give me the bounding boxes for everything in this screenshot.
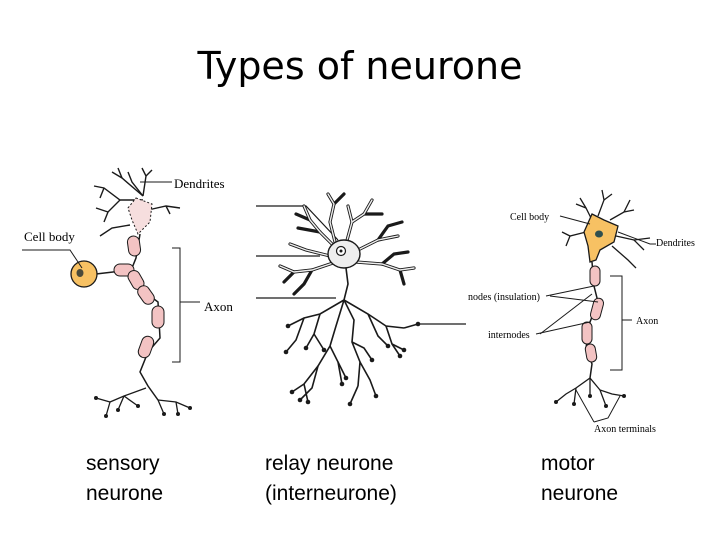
sensory-cell-body	[70, 260, 98, 288]
sensory-dendrites	[93, 167, 181, 237]
relay-terminal-knobs	[283, 321, 421, 407]
sensory-axon-terminals	[95, 387, 191, 417]
motor-terminal-knobs	[554, 394, 626, 408]
motor-axon-terminals	[555, 377, 625, 407]
slide-title: Types of neurone	[197, 44, 523, 88]
relay-pointer-lines	[256, 205, 466, 325]
motor-label-lines	[535, 215, 656, 423]
sensory-terminal-knobs	[94, 396, 192, 418]
motor-caption-line-2: neurone	[541, 482, 619, 505]
sensory-label-cell-body: Cell body	[24, 229, 75, 244]
motor-caption: motor neurone	[541, 449, 618, 509]
relay-axon-branches	[285, 267, 419, 405]
sensory-neurone-diagram: Dendrites Cell body Axon	[22, 167, 233, 418]
motor-nucleus	[595, 230, 603, 238]
motor-label-cell-body: Cell body	[510, 212, 549, 223]
relay-caption-line-1: relay neurone	[265, 452, 394, 475]
sensory-caption-line-2: neurone	[86, 482, 164, 505]
relay-dendrites-inner	[279, 193, 415, 273]
sensory-myelin-sheath	[113, 235, 165, 359]
relay-caption: relay neurone (interneurone)	[265, 449, 397, 509]
motor-myelin-sheath	[581, 265, 605, 363]
motor-caption-line-1: motor	[541, 452, 595, 475]
sensory-caption-line-1: sensory	[86, 452, 160, 475]
motor-cell-body	[583, 213, 619, 263]
relay-caption-line-2: (interneurone)	[265, 482, 397, 505]
motor-label-dendrites: Dendrites	[656, 238, 695, 249]
motor-label-axon: Axon	[636, 316, 658, 327]
motor-label-nodes: nodes (insulation)	[468, 292, 540, 303]
sensory-axon	[95, 233, 161, 401]
motor-label-axon-terminals: Axon terminals	[594, 424, 656, 435]
relay-neurone-diagram	[256, 192, 466, 407]
motor-label-internodes: internodes	[488, 330, 530, 341]
motor-neurone-diagram: Cell body Dendrites nodes (insulation) i…	[468, 189, 695, 435]
sensory-label-dendrites: Dendrites	[174, 176, 225, 191]
relay-cell-body	[327, 239, 361, 269]
motor-dendrites	[561, 189, 651, 269]
sensory-label-axon: Axon	[204, 299, 233, 314]
sensory-dendrite-zone	[127, 197, 153, 235]
sensory-caption: sensory neurone	[86, 449, 163, 509]
sensory-label-lines	[22, 181, 200, 363]
